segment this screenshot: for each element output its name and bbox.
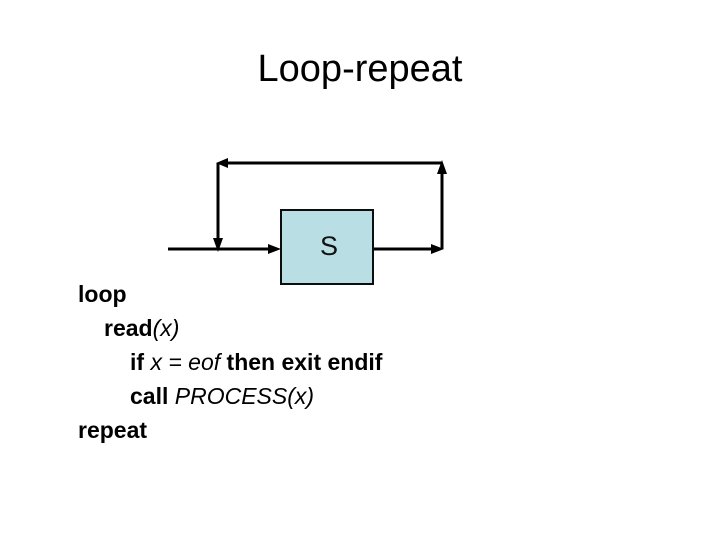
pseudocode-token: PROCESS(x) — [174, 383, 315, 409]
pseudocode-line: call PROCESS(x) — [78, 379, 678, 413]
pseudocode-token: read — [104, 315, 153, 341]
feedback-down-arrowhead-icon — [213, 238, 223, 252]
pseudocode-line: repeat — [78, 413, 678, 447]
process-box-s: S — [280, 209, 374, 285]
pseudocode-line: if x = eof then exit endif — [78, 345, 678, 379]
feedback-top-arrowhead-icon — [216, 158, 228, 168]
pseudocode-line: read(x) — [78, 311, 678, 345]
pseudocode-token: loop — [78, 281, 127, 307]
process-box-label: S — [319, 231, 338, 261]
pseudocode-token: x = eof — [150, 349, 221, 375]
pseudocode-line: loop — [78, 277, 678, 311]
page-title: Loop-repeat — [257, 48, 463, 90]
pseudocode-token: then exit endif — [220, 349, 383, 375]
pseudocode-token: call — [130, 383, 175, 409]
feedback-up-arrowhead-icon — [437, 160, 447, 174]
pseudocode-token: if — [130, 349, 151, 375]
pseudocode-token: repeat — [78, 417, 148, 443]
exit-arrowhead-icon — [431, 244, 444, 254]
pseudocode-token: (x) — [152, 315, 180, 341]
